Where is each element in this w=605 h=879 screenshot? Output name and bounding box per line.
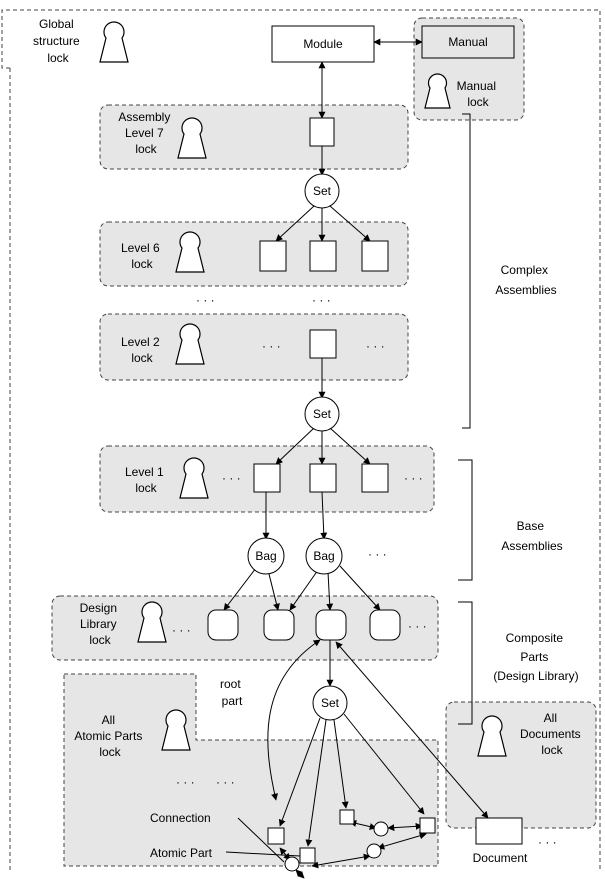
- complex-assemblies-bracket: [462, 113, 471, 429]
- edge-conn2-ap4: [377, 832, 427, 850]
- connection-node: [373, 821, 389, 837]
- edge-ap2-conn2: [311, 853, 371, 869]
- atomic-part-node: [419, 817, 436, 834]
- manual-lock-label: Manual lock: [457, 79, 500, 109]
- edge-set3-ap4: [343, 713, 425, 815]
- edge-cpc-document: [335, 641, 489, 819]
- bag-node: [247, 537, 285, 575]
- edge-set1-l6a: [275, 205, 315, 242]
- set-label: Set: [313, 407, 332, 421]
- ellipsis: · · ·: [366, 339, 385, 353]
- level6-assembly-node: [309, 240, 337, 272]
- edge-bag2-cpc: [326, 571, 334, 611]
- connection-node: [366, 843, 382, 859]
- ellipsis: · · ·: [196, 293, 215, 307]
- atomic-parts-lock-label: All Atomic Parts lock: [74, 713, 145, 759]
- group-label-composite-parts: Composite Parts (Design Library): [493, 631, 578, 683]
- bag-node: [305, 537, 343, 575]
- atomic-part-pointer: [225, 851, 301, 857]
- level6-assembly-node: [259, 240, 287, 272]
- manual-node: [421, 25, 515, 59]
- assembly-level7-node: [309, 117, 335, 147]
- level6-assembly-node: [361, 240, 389, 272]
- level2-lock-label: Level 2 lock: [121, 335, 163, 365]
- assembly7-lock-label: Assembly Level 7 lock: [118, 110, 173, 156]
- ellipsis: · · ·: [172, 623, 191, 637]
- set-label: Set: [321, 696, 340, 710]
- atomic-parts-region: [63, 673, 439, 867]
- atomic-part-node: [267, 827, 285, 845]
- edge-set3-ap3: [333, 719, 349, 809]
- level2-lock-icon: [175, 323, 205, 365]
- global-structure-boundary: [1, 9, 601, 870]
- composite-part-node: [369, 609, 401, 641]
- set-label: Set: [313, 184, 332, 198]
- level6-lock-icon: [175, 231, 205, 273]
- edge-bag1-cpa: [223, 567, 257, 611]
- module-label: Module: [303, 37, 343, 51]
- document-label: Document: [473, 851, 528, 865]
- ellipsis: · · ·: [408, 619, 427, 633]
- base-assembly-node: [361, 463, 389, 493]
- connection-label: Connection: [150, 811, 211, 825]
- ellipsis: · · ·: [216, 775, 235, 789]
- edge-l1b-bag2: [320, 491, 328, 540]
- connection-node: [284, 856, 300, 872]
- document-node: [475, 817, 523, 845]
- composite-part-node: [263, 609, 295, 641]
- global-lock-icon: [99, 21, 129, 63]
- base-assembly-node: [253, 463, 281, 493]
- atomic-part-node: [299, 847, 316, 864]
- atomic-part-node: [339, 809, 355, 825]
- edge-rootpart: [267, 639, 321, 801]
- edge-set1-l6c: [329, 205, 371, 242]
- composite-part-node: [315, 609, 347, 641]
- level1-lock-icon: [179, 457, 209, 499]
- ellipsis: · · ·: [538, 835, 557, 849]
- design-library-lock-label: Design Library lock: [80, 601, 121, 647]
- edge-set3-ap2: [305, 719, 327, 847]
- ellipsis: · · ·: [368, 547, 387, 561]
- edge-set2-l1a: [275, 427, 315, 465]
- documents-lock-label: All Documents lock: [520, 711, 584, 757]
- edge-bag1-cpb: [267, 569, 280, 611]
- level2-assembly-node: [309, 329, 337, 359]
- set-node: [304, 173, 340, 209]
- edge-conn3-ap4: [387, 822, 423, 832]
- group-label-base-assemblies: Base Assemblies: [501, 519, 562, 553]
- ellipsis: · · ·: [312, 293, 331, 307]
- root-part-label: root part: [220, 677, 244, 708]
- edge-conn1-ap2: [295, 869, 305, 879]
- ellipsis: · · ·: [222, 471, 241, 485]
- manual-label: Manual: [448, 35, 487, 49]
- edge-bag2-cpd: [339, 565, 381, 611]
- documents-lock-icon: [477, 715, 507, 757]
- ellipsis: · · ·: [262, 339, 281, 353]
- ellipsis: · · ·: [176, 775, 195, 789]
- design-library-lock-icon: [137, 601, 167, 643]
- composite-part-node: [207, 609, 239, 641]
- manual-lock-icon: [424, 73, 451, 109]
- global-lock-label: Global structure lock: [33, 17, 83, 65]
- level6-lock-label: Level 6 lock: [121, 241, 163, 271]
- module-node: [271, 25, 375, 63]
- edge-set2-l1c: [329, 427, 371, 465]
- bag-label: Bag: [313, 549, 334, 563]
- atomic-part-label: Atomic Part: [150, 846, 213, 860]
- bag-label: Bag: [255, 549, 276, 563]
- level1-lock-label: Level 1 lock: [125, 465, 167, 495]
- set-node: [312, 685, 348, 721]
- documents-region: [445, 701, 597, 829]
- edge-set3-ap1: [278, 717, 321, 827]
- base-assembly-node: [309, 463, 337, 493]
- level7-lock-icon: [177, 117, 207, 159]
- group-label-complex-assemblies: Complex Assemblies: [495, 263, 556, 297]
- base-assemblies-bracket: [458, 459, 473, 581]
- ellipsis: · · ·: [404, 471, 423, 485]
- set-node: [304, 396, 340, 432]
- edge-bag2-cpb: [289, 569, 319, 611]
- atomic-parts-lock-icon: [161, 709, 191, 751]
